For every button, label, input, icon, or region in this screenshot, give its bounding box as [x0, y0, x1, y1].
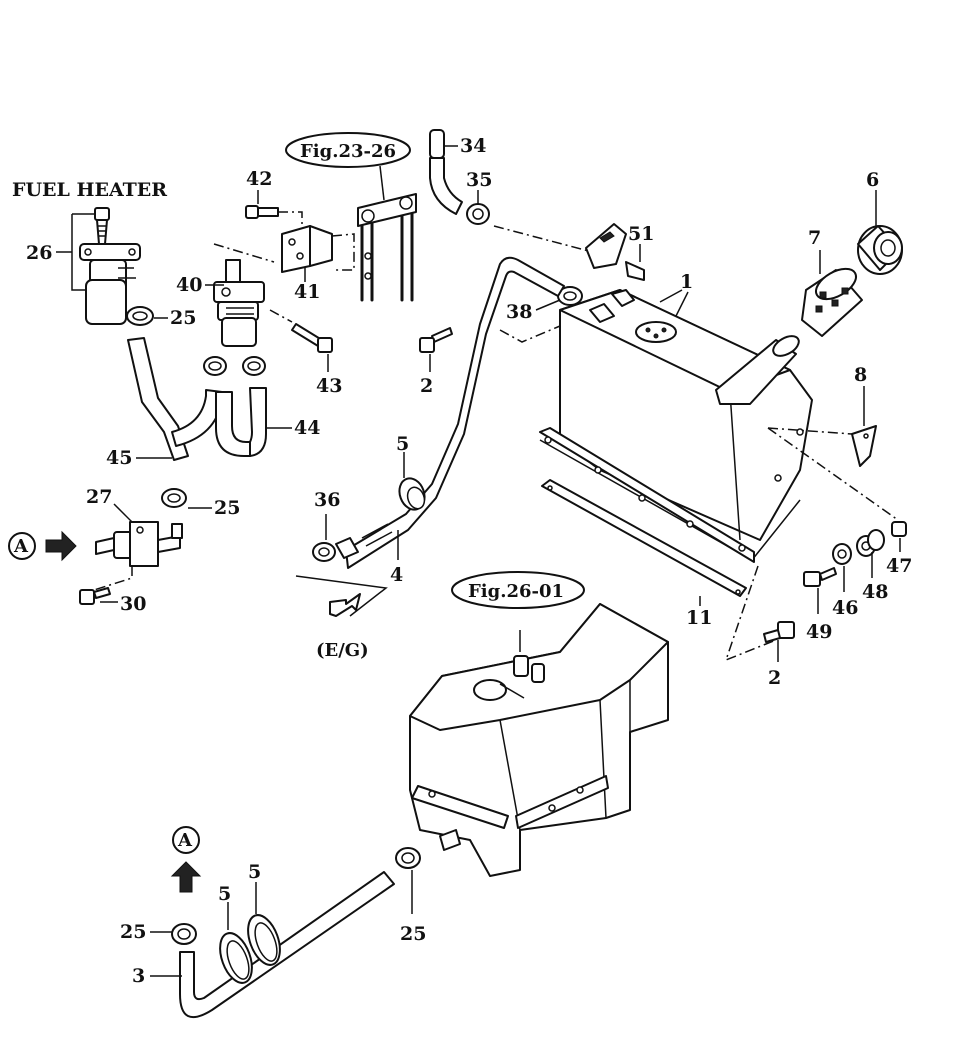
view-a-marker-lower	[172, 826, 200, 854]
callout-25-d: 25	[120, 921, 146, 943]
fig-23-26-oval	[285, 132, 411, 168]
callout-51: 51	[628, 223, 654, 245]
fuel-pipe-4	[335, 256, 565, 569]
hose-clamp-25-upper	[126, 306, 154, 326]
view-a-label: A	[13, 536, 29, 557]
callout-5-a: 5	[396, 433, 409, 455]
bolt-42	[245, 205, 279, 219]
engine-reference-label: (E/G)	[316, 640, 369, 661]
callout-4: 4	[390, 564, 403, 586]
callout-41: 41	[294, 281, 320, 303]
callout-38: 38	[506, 301, 532, 323]
bracket-8	[851, 425, 877, 467]
hose-clamp-36	[312, 542, 336, 562]
callout-47: 47	[886, 555, 912, 577]
hose-clamp-38	[557, 286, 583, 306]
hose-clamp-25-lower	[171, 923, 197, 945]
frame-reference-fig-23-26	[357, 165, 417, 302]
fuel-heater-heading: FUEL HEATER	[12, 179, 167, 201]
callout-49: 49	[806, 621, 832, 643]
callout-3: 3	[132, 965, 145, 987]
arrow-right-icon	[45, 530, 77, 562]
callout-30: 30	[120, 593, 146, 615]
hose-clamp-25-pump	[161, 488, 187, 508]
bracket-41	[281, 225, 333, 273]
hose-34	[429, 129, 463, 215]
cover-51	[585, 223, 645, 281]
fuel-cap-6	[857, 225, 903, 275]
view-a-label-lower: A	[177, 830, 193, 851]
callout-46: 46	[832, 597, 858, 619]
callout-34: 34	[460, 135, 486, 157]
fuel-tank-reference-fig-26-01	[409, 603, 669, 877]
arrow-up-icon	[170, 861, 202, 893]
bolt-2-upper	[419, 327, 453, 353]
fig-23-26-label: Fig.23-26	[300, 141, 396, 162]
callout-25-c: 25	[400, 923, 426, 945]
fuel-filter-40	[213, 243, 275, 347]
fuel-heater-assembly	[79, 207, 141, 325]
callout-25-b: 25	[214, 497, 240, 519]
callout-35: 35	[466, 169, 492, 191]
hose-clamp-35	[466, 203, 490, 225]
fuel-strainer-7	[801, 267, 863, 337]
fig-26-01-oval	[451, 571, 585, 609]
fuel-hose-3	[179, 871, 395, 1019]
spring-clip-5-upper	[398, 477, 426, 511]
callout-7: 7	[808, 227, 821, 249]
callout-36: 36	[314, 489, 340, 511]
callout-42: 42	[246, 168, 272, 190]
fuel-pump-27	[95, 521, 183, 567]
callout-2-a: 2	[420, 375, 433, 397]
callout-45: 45	[106, 447, 132, 469]
view-a-marker	[8, 532, 36, 560]
bolt-30	[79, 587, 111, 605]
hose-clamp-pair	[203, 356, 266, 376]
callout-2-b: 2	[768, 667, 781, 689]
callout-5-c: 5	[248, 861, 261, 883]
callout-1: 1	[680, 271, 693, 293]
callout-27: 27	[86, 486, 112, 508]
bolt-43	[291, 323, 333, 353]
engine-arrow	[329, 593, 361, 617]
hose-clamp-25-tank	[395, 847, 421, 869]
bolt-2-lower	[763, 621, 795, 643]
callout-8: 8	[854, 364, 867, 386]
callout-43: 43	[316, 375, 342, 397]
fuel-hose-44	[215, 387, 267, 457]
callout-26: 26	[26, 242, 52, 264]
fig-26-01-label: Fig.26-01	[468, 581, 564, 602]
callout-40: 40	[176, 274, 202, 296]
mount-hardware	[803, 521, 907, 587]
tank-strap-11	[541, 479, 747, 597]
callout-5-b: 5	[218, 883, 231, 905]
callout-48: 48	[862, 581, 888, 603]
callout-6: 6	[866, 169, 879, 191]
fuel-hose-45	[127, 337, 223, 461]
fuel-tank-1	[539, 289, 813, 563]
callout-25-a: 25	[170, 307, 196, 329]
callout-11: 11	[686, 607, 712, 629]
callout-44: 44	[294, 417, 320, 439]
spring-clips-5-lower	[219, 914, 281, 984]
